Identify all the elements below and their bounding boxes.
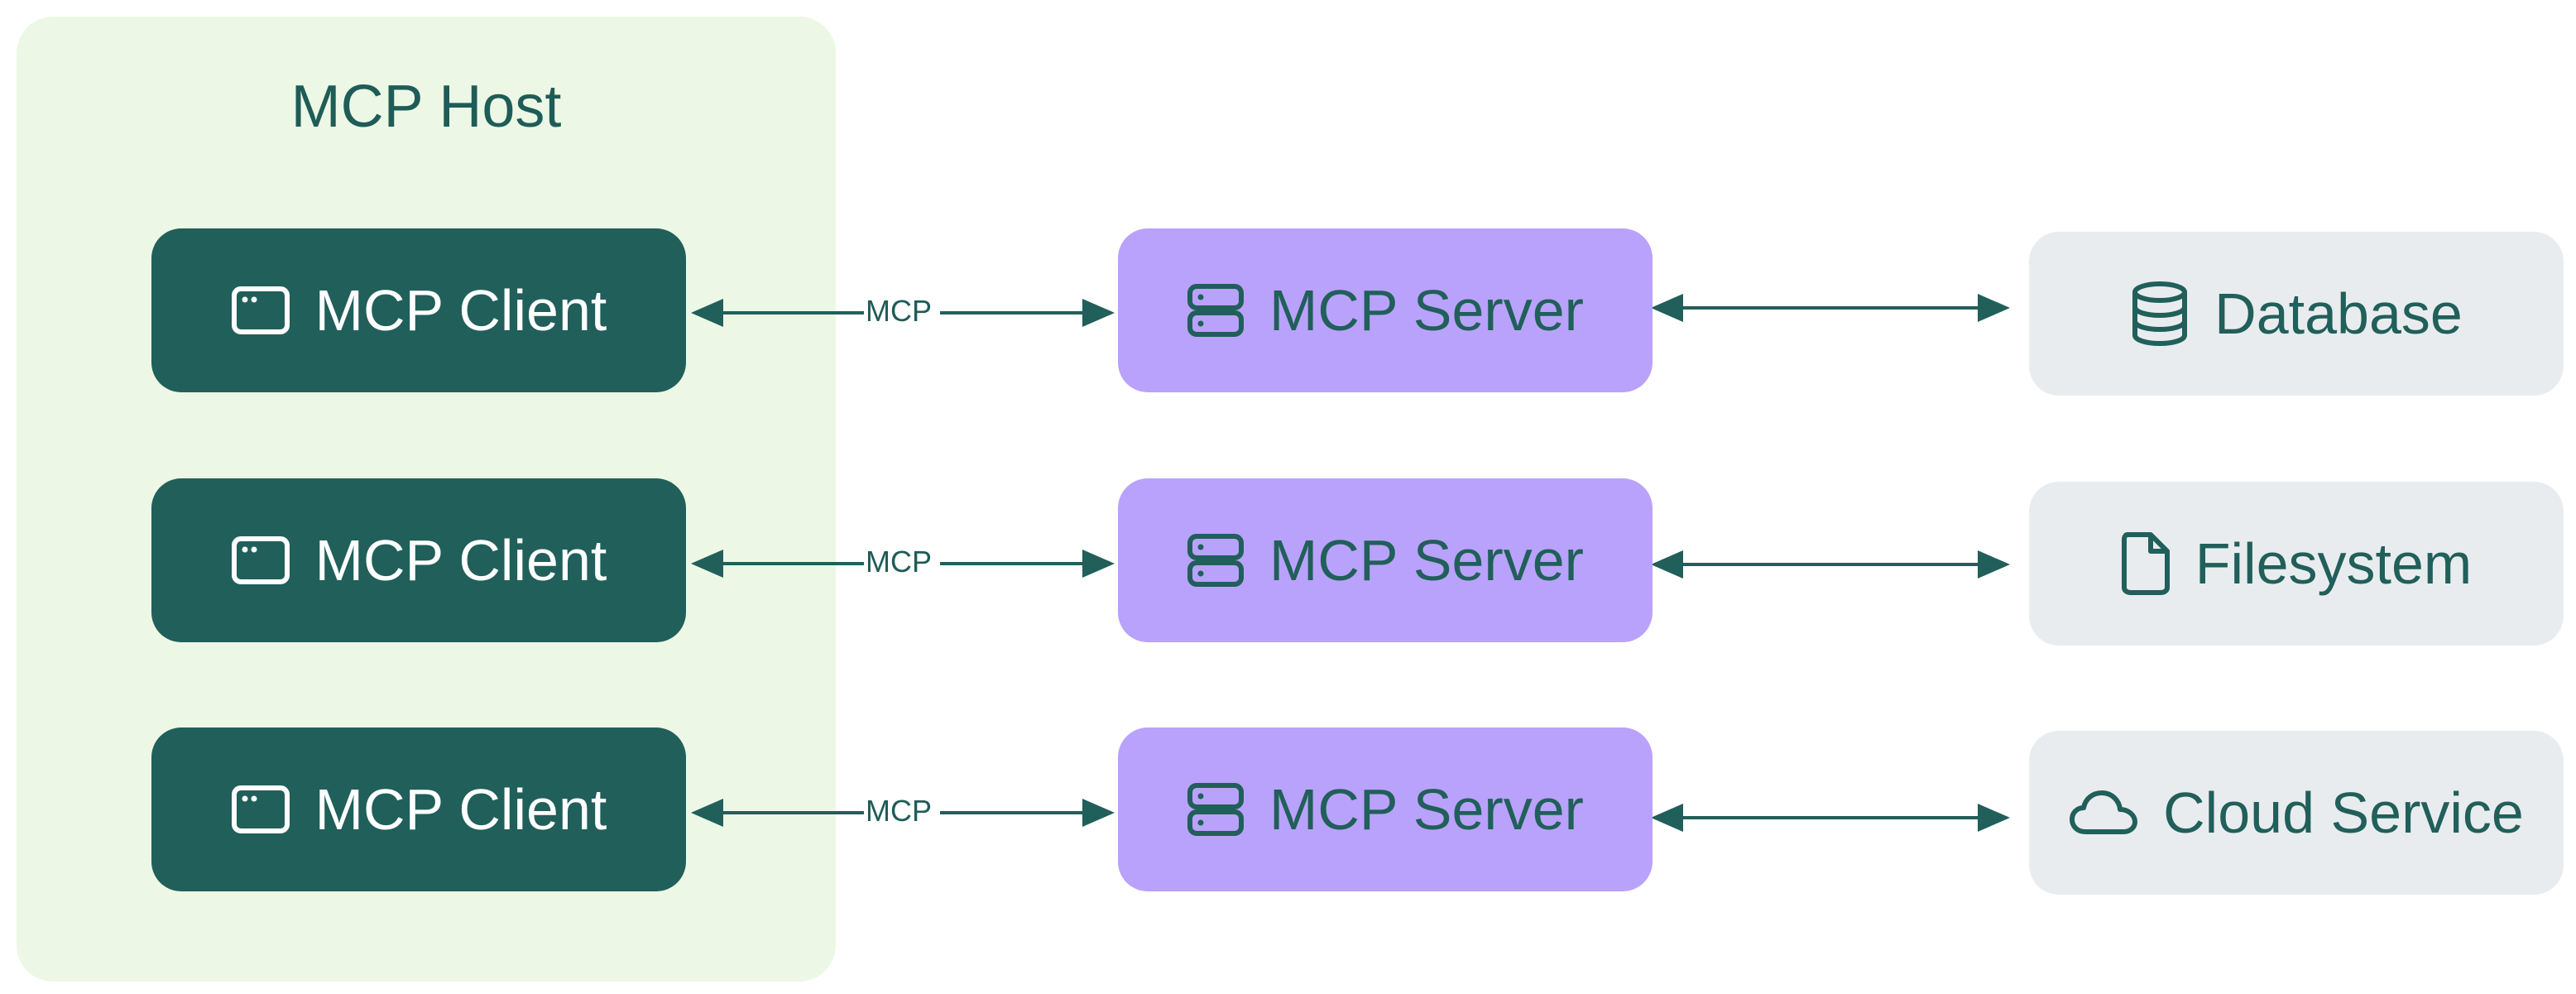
mcp-server-label: MCP Server — [1269, 278, 1584, 343]
mcp-client-label: MCP Client — [314, 278, 607, 343]
cloud-service-node: Cloud Service — [2029, 731, 2564, 895]
mcp-server-label: MCP Server — [1269, 528, 1584, 593]
window-icon — [231, 286, 290, 335]
file-icon — [2121, 531, 2171, 596]
mcp-host-title: MCP Host — [290, 74, 562, 140]
edge-label-mcp-3: MCP — [866, 794, 932, 828]
window-icon — [231, 785, 290, 834]
mcp-client-label: MCP Client — [314, 528, 607, 593]
server-icon — [1187, 533, 1245, 588]
mcp-server-node-2: MCP Server — [1118, 478, 1653, 642]
cloud-service-label: Cloud Service — [2163, 780, 2524, 845]
edge-label-mcp-2: MCP — [866, 545, 932, 579]
cloud-icon — [2069, 789, 2138, 837]
database-node: Database — [2029, 232, 2564, 396]
mcp-server-node-3: MCP Server — [1118, 727, 1653, 891]
mcp-server-node-1: MCP Server — [1118, 228, 1653, 392]
window-icon — [231, 535, 290, 585]
mcp-server-label: MCP Server — [1269, 777, 1584, 842]
mcp-client-node-1: MCP Client — [151, 228, 686, 392]
mcp-client-node-2: MCP Client — [151, 478, 686, 642]
server-icon — [1187, 782, 1245, 837]
filesystem-label: Filesystem — [2195, 531, 2473, 596]
server-icon — [1187, 283, 1245, 338]
database-icon — [2130, 281, 2190, 347]
database-label: Database — [2214, 281, 2463, 346]
mcp-client-label: MCP Client — [314, 777, 607, 842]
edge-label-mcp-1: MCP — [866, 294, 932, 328]
mcp-client-node-3: MCP Client — [151, 727, 686, 891]
filesystem-node: Filesystem — [2029, 482, 2564, 646]
